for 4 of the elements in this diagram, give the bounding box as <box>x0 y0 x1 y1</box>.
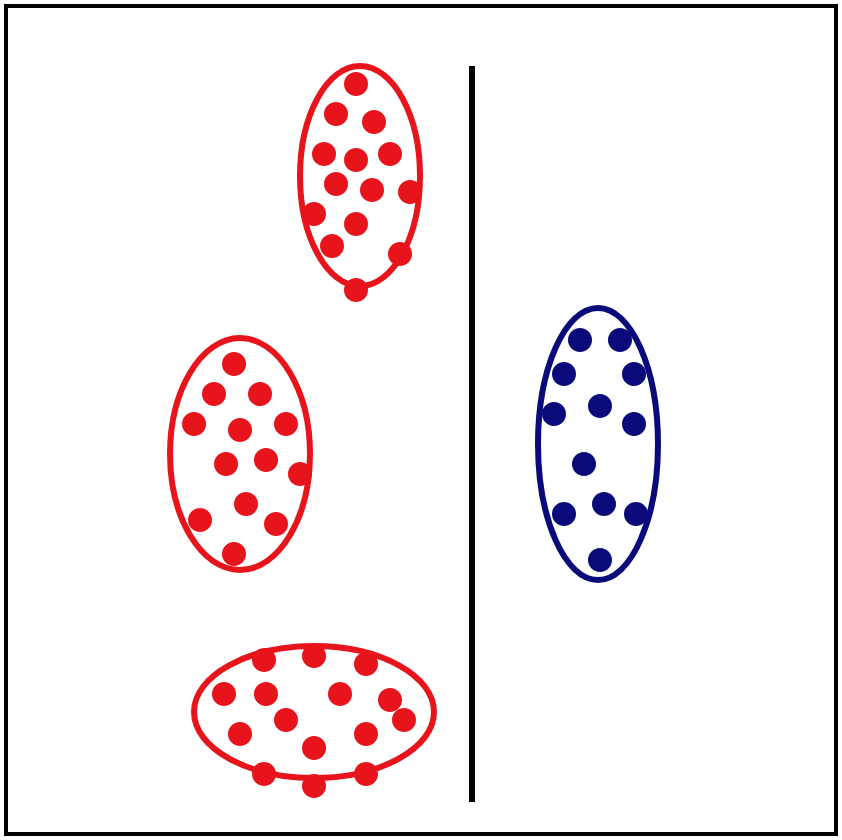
dotted-ellipse <box>167 335 313 573</box>
dotted-ellipse <box>297 63 423 302</box>
dotted-ellipse <box>535 305 661 583</box>
dotted-ellipse <box>191 643 437 798</box>
